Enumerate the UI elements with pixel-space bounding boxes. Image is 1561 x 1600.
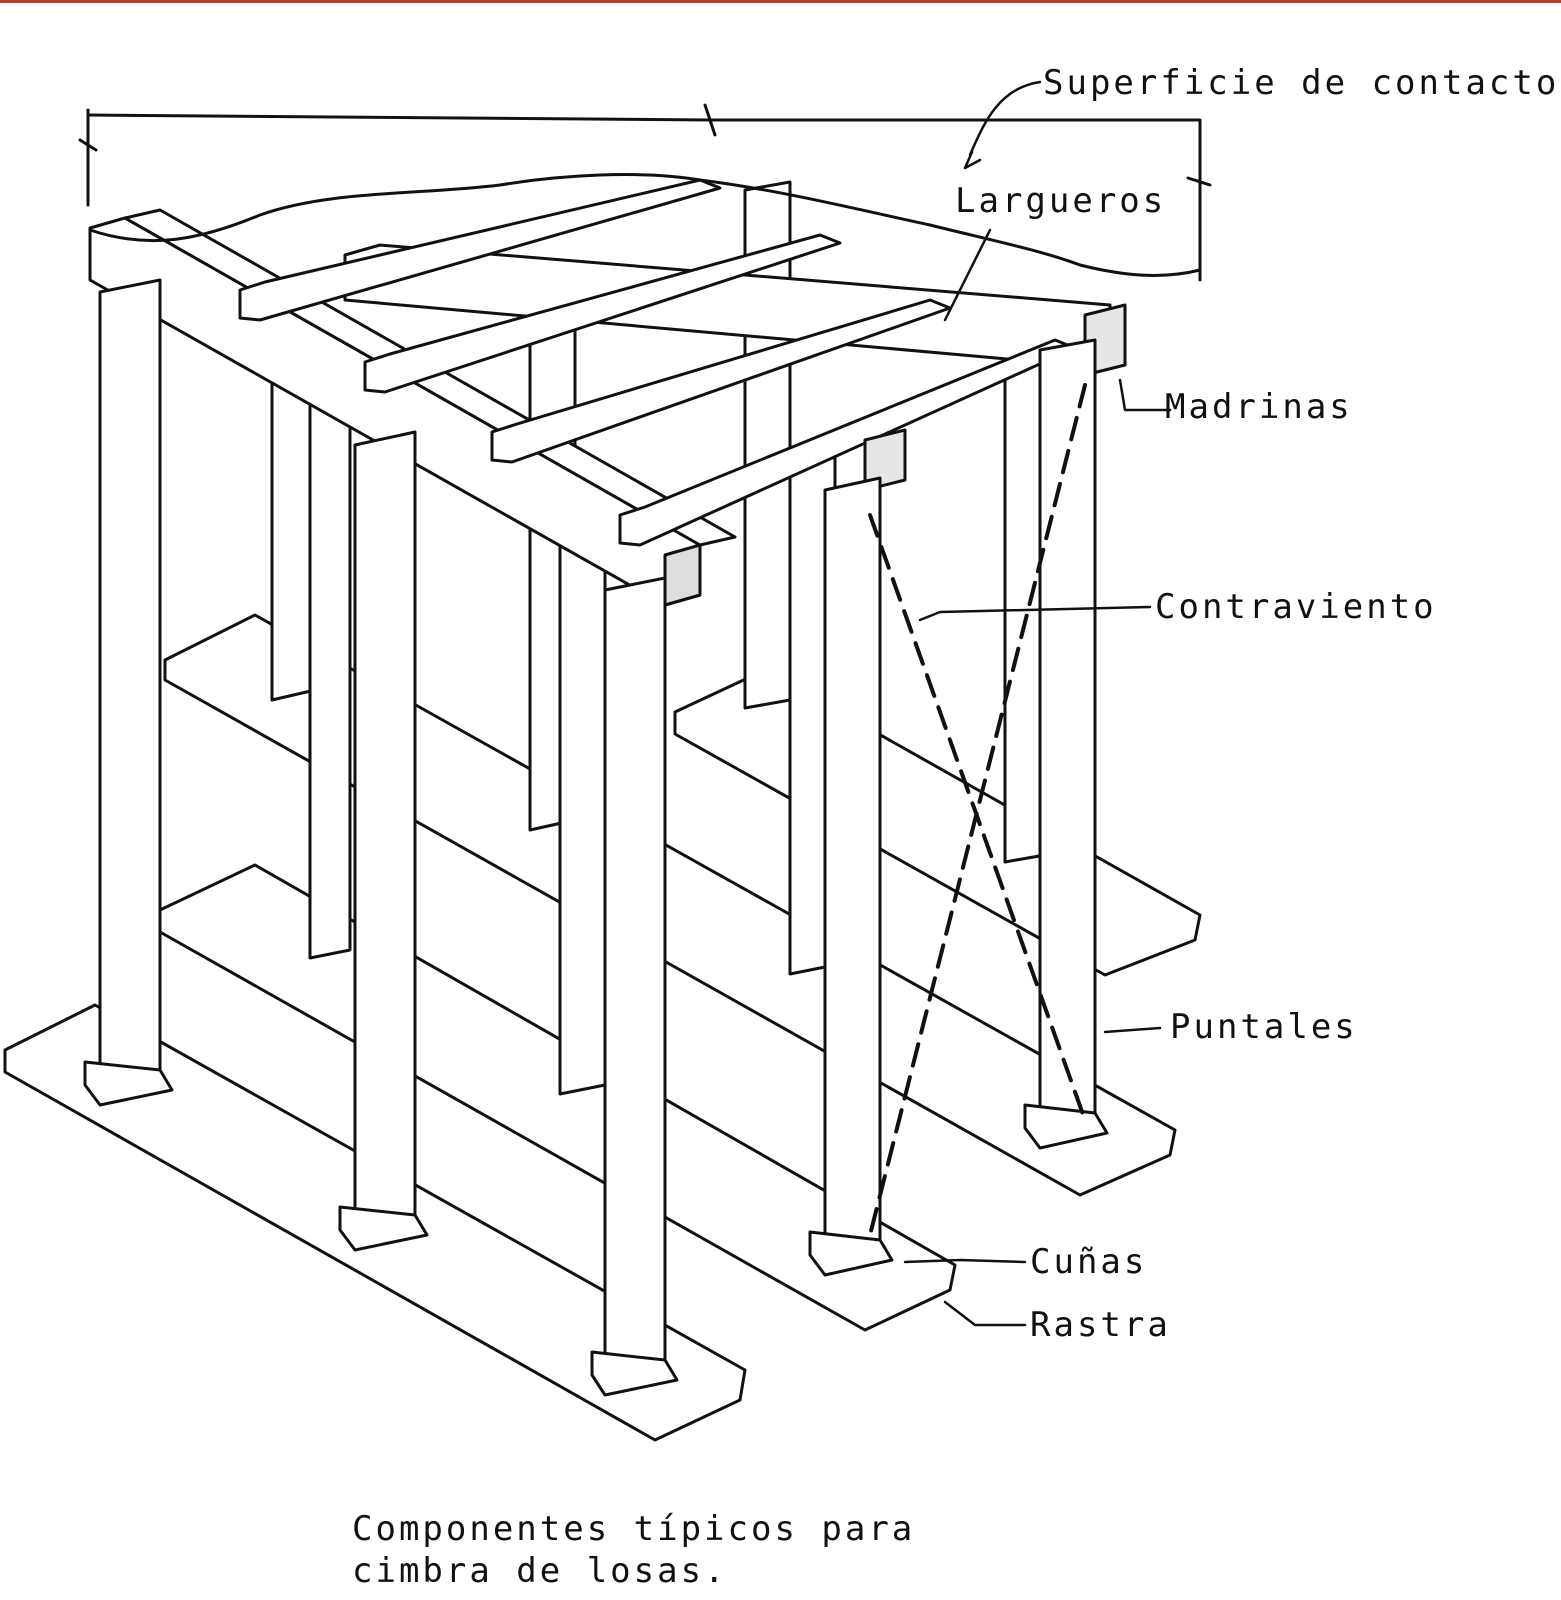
- figure-caption: Componentes típicos para cimbra de losas…: [352, 1508, 915, 1592]
- post: [558, 528, 607, 1096]
- wedges: [83, 1060, 1109, 1397]
- label-rastra: Rastra: [1030, 1305, 1171, 1345]
- post: [308, 378, 352, 960]
- dimension-bracket: [78, 103, 1212, 282]
- caption-line-2: cimbra de losas.: [352, 1551, 728, 1591]
- label-largueros: Largueros: [955, 181, 1167, 221]
- caption-line-1: Componentes típicos para: [352, 1509, 916, 1549]
- joists: [238, 178, 1077, 547]
- joist: [238, 178, 722, 322]
- label-superficie: Superficie de contacto: [1043, 63, 1560, 103]
- label-cunas: Cuñas: [1030, 1242, 1148, 1282]
- post: [603, 576, 667, 1384]
- post: [98, 278, 162, 1094]
- wedge: [808, 1230, 894, 1277]
- wedge: [83, 1060, 174, 1107]
- wedge: [590, 1350, 679, 1397]
- joist: [363, 233, 842, 394]
- post: [823, 476, 882, 1264]
- leader-lines: [903, 80, 1172, 1327]
- label-madrinas: Madrinas: [1165, 387, 1353, 427]
- cross-bracing: [868, 383, 1087, 1237]
- label-contraviento: Contraviento: [1155, 587, 1437, 627]
- posts-front-row: [98, 278, 1097, 1384]
- label-puntales: Puntales: [1170, 1007, 1358, 1047]
- post: [353, 430, 417, 1239]
- sill-mid-back: [163, 613, 1177, 1197]
- wedge: [338, 1205, 429, 1252]
- contact-surface: [88, 173, 1202, 277]
- top-rule: [0, 0, 1561, 3]
